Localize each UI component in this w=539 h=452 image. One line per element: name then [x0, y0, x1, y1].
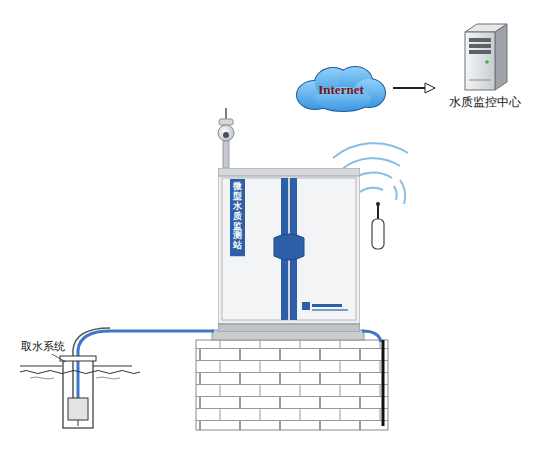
outline-part — [218, 168, 360, 176]
intake-well — [20, 356, 140, 428]
wireless-waves-part — [400, 180, 405, 204]
outline-part — [302, 302, 310, 310]
outline-part — [218, 324, 360, 332]
antenna-part — [372, 219, 384, 249]
cloud-node: Internet — [295, 63, 387, 113]
server-icon-part — [469, 38, 491, 42]
node-text: Internet — [318, 82, 364, 98]
server-icon-part — [485, 60, 489, 64]
intake-well-part — [60, 356, 96, 361]
antenna-part — [377, 204, 379, 220]
antenna-part — [376, 202, 380, 206]
water-pipe-part — [78, 331, 214, 398]
intake-well-part — [78, 420, 79, 426]
intake-well-part — [68, 398, 88, 420]
water-pipe-part — [382, 340, 385, 426]
wireless-waves-part — [360, 188, 383, 192]
server-icon-part — [469, 44, 491, 48]
node-text: 水质监控中心 — [449, 94, 521, 111]
intake-well-part — [30, 377, 120, 379]
intake-well-part — [63, 360, 93, 428]
outline-part — [274, 234, 304, 260]
camera-part — [223, 141, 229, 168]
brick-wall — [196, 340, 388, 430]
camera-part — [223, 132, 229, 138]
outline-part — [312, 309, 348, 311]
antenna — [372, 202, 384, 249]
server-node: 水质监控中心 — [437, 20, 533, 111]
brick-wall-part — [196, 340, 388, 430]
camera-part — [219, 119, 233, 125]
outline-part — [312, 304, 342, 307]
wireless-waves-part — [394, 186, 397, 200]
wireless-waves-part — [333, 143, 408, 158]
camera — [218, 108, 234, 168]
intake-well-part — [20, 371, 140, 374]
intake-well-part — [93, 366, 132, 367]
arrow-connector — [393, 87, 435, 89]
server-icon-part — [495, 24, 507, 90]
intake-well-part — [20, 366, 62, 367]
server-icon-part — [465, 32, 495, 90]
part-label: 取水系统 — [20, 339, 66, 354]
water-pipe-part — [362, 331, 381, 342]
outline-part — [218, 168, 360, 324]
server-icon — [455, 20, 515, 92]
cabinet-node: 微型水质监测站 — [218, 168, 360, 332]
leader-line — [50, 353, 66, 362]
node-text: 微型水质监测站 — [233, 182, 242, 251]
brick-wall-part — [196, 340, 388, 430]
server-icon-part — [469, 80, 491, 81]
leader-line-part — [50, 353, 66, 362]
server-icon-part — [469, 50, 491, 54]
outline-part — [230, 179, 245, 256]
camera-part — [218, 125, 234, 141]
water-pipe — [73, 328, 383, 426]
